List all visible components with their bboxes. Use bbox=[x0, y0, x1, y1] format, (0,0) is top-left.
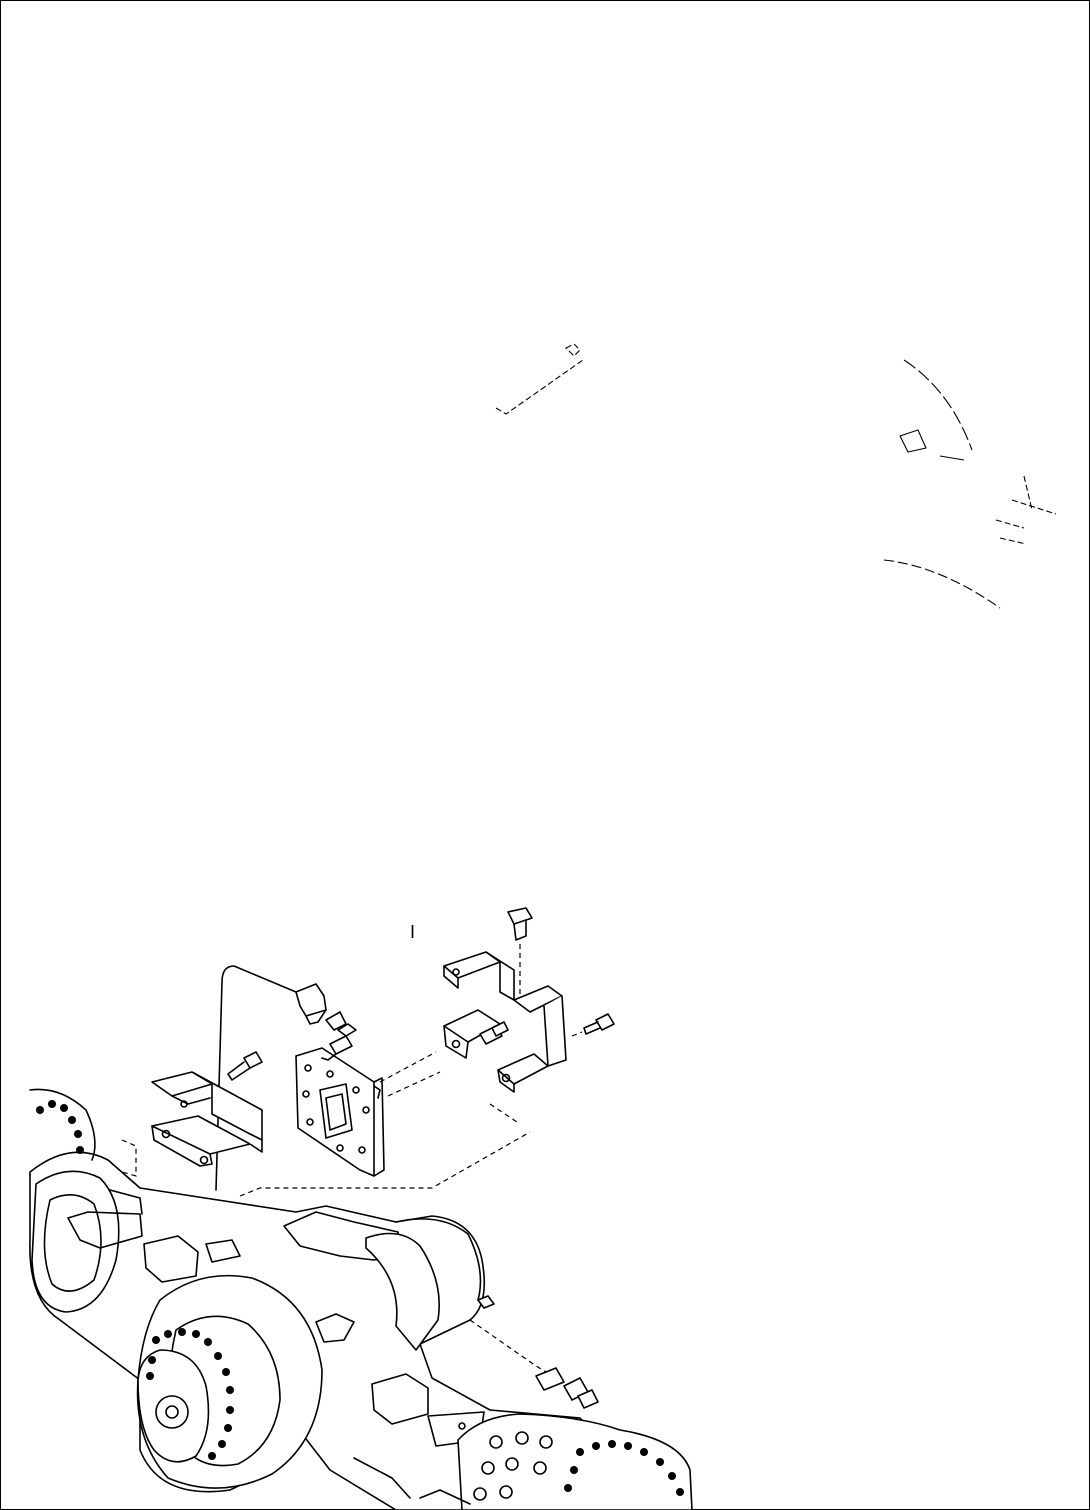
top-fragment-right bbox=[883, 359, 1057, 609]
bolt-left bbox=[227, 1051, 263, 1081]
bolt-right bbox=[571, 1013, 615, 1037]
logo-plate bbox=[315, 1313, 355, 1343]
center-hub-bolts bbox=[146, 1328, 234, 1460]
leader-line-1 bbox=[239, 1131, 531, 1197]
top-fragment-left bbox=[495, 343, 584, 415]
plug-small bbox=[477, 1295, 495, 1309]
left-mounting-bracket bbox=[151, 1071, 263, 1167]
bolts-center bbox=[295, 983, 357, 1061]
leader-line-3 bbox=[121, 1139, 137, 1177]
right-mounting-bracket bbox=[443, 951, 567, 1093]
leader-line-2 bbox=[489, 1103, 521, 1125]
bolt-top bbox=[507, 907, 533, 1000]
right-hub-bolts bbox=[473, 1431, 684, 1501]
left-hub-bolts bbox=[36, 1100, 84, 1154]
axle-housing bbox=[29, 1088, 693, 1510]
hose-fitting-right bbox=[535, 1367, 599, 1409]
center-mounting-plate bbox=[295, 1047, 441, 1177]
callout-label: I bbox=[410, 922, 415, 942]
hose-fitting-mid bbox=[479, 1021, 509, 1045]
hose-line bbox=[215, 965, 297, 1191]
